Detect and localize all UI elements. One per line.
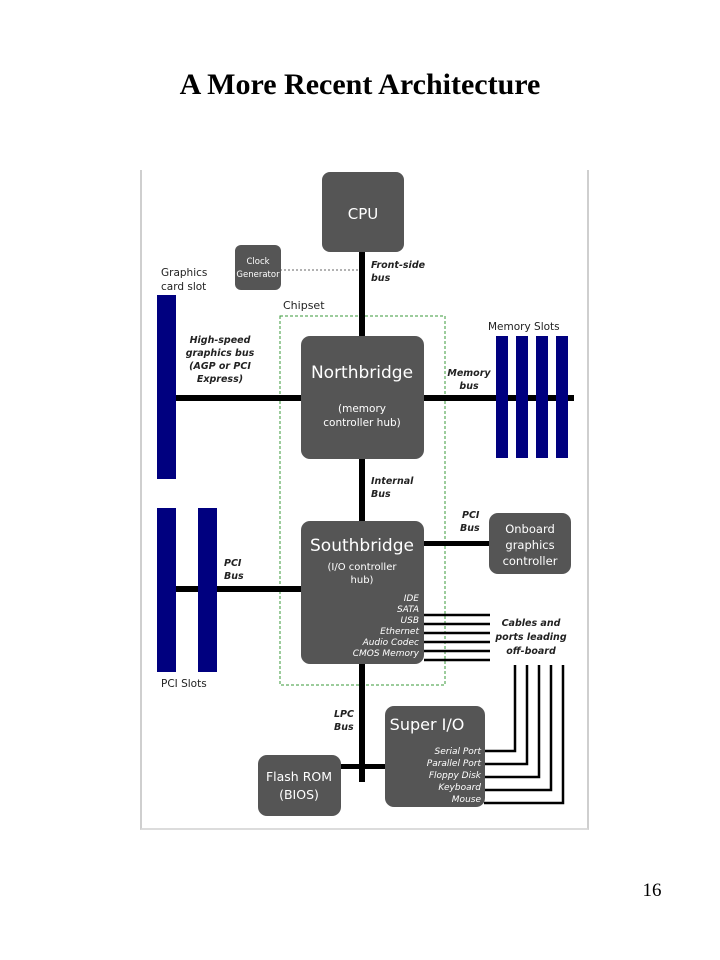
page-number: 16 [642, 880, 662, 901]
flash-rom-label-1: Flash ROM [266, 769, 332, 784]
svg-text:High-speed: High-speed [190, 335, 251, 346]
svg-text:Express): Express) [197, 374, 243, 385]
front-side-bus-label-1: Front-side [371, 260, 426, 271]
memory-slot-3 [536, 336, 548, 458]
pci-bus-right-label-1: PCI [462, 510, 480, 521]
pci-bus-left-label-2: Bus [224, 571, 244, 582]
internal-bus [359, 458, 365, 524]
clock-generator-box [235, 245, 281, 290]
clock-label-1: Clock [246, 257, 269, 267]
svg-text:IDE: IDE [404, 594, 420, 604]
chipset-label: Chipset [283, 299, 325, 312]
graphics-bus [176, 395, 302, 401]
super-io-title: Super I/O [390, 715, 465, 734]
cables-label-3: off-board [506, 646, 556, 657]
svg-text:Floppy Disk: Floppy Disk [429, 771, 482, 781]
svg-text:graphics bus: graphics bus [186, 348, 255, 359]
svg-text:USB: USB [401, 616, 419, 626]
svg-text:Serial Port: Serial Port [435, 747, 482, 757]
memory-slot-2 [516, 336, 528, 458]
front-side-bus-label-2: bus [371, 273, 391, 284]
cpu-label: CPU [348, 205, 379, 223]
internal-bus-label-1: Internal [371, 476, 414, 487]
flash-rom-label-2: (BIOS) [279, 787, 319, 802]
southbridge-sub-1: (I/O controller [328, 562, 398, 573]
graphics-bus-label: High-speed graphics bus (AGP or PCI Expr… [186, 335, 255, 385]
cables-label-2: ports leading [494, 632, 566, 643]
onboard-graphics-label-2: graphics [505, 538, 554, 552]
pci-slot-1 [157, 508, 176, 672]
clock-label-2: Generator [236, 270, 280, 280]
memory-bus-label-1: Memory [447, 368, 491, 379]
memory-bus-label-2: bus [459, 381, 479, 392]
northbridge-sub-2: controller hub) [323, 417, 401, 429]
onboard-graphics-box [489, 513, 571, 574]
pci-bus-left [176, 586, 302, 592]
front-side-bus [359, 250, 365, 340]
super-io-ports: Serial Port Parallel Port Floppy Disk Ke… [427, 747, 482, 805]
southbridge-port-lines [424, 613, 490, 662]
graphics-slot-label-1: Graphics [161, 267, 207, 279]
southbridge-title: Southbridge [310, 536, 414, 556]
graphics-card-slot [157, 295, 176, 479]
lpc-branch [340, 764, 386, 769]
offboard-lines [484, 665, 565, 805]
lpc-bus [359, 662, 365, 782]
pci-bus-left-label-1: PCI [224, 558, 242, 569]
onboard-graphics-label-1: Onboard [505, 522, 555, 536]
flash-rom-box [258, 755, 341, 816]
pci-bus-right [424, 541, 490, 546]
cables-label-bg [490, 612, 574, 660]
super-io-box [385, 706, 485, 807]
southbridge-ports: IDE SATA USB Ethernet Audio Codec CMOS M… [353, 594, 420, 659]
southbridge-sub-2: hub) [351, 575, 374, 586]
southbridge-box [301, 521, 424, 664]
memory-slots-label: Memory Slots [488, 321, 560, 333]
svg-text:Parallel Port: Parallel Port [427, 759, 482, 769]
northbridge-box [301, 336, 424, 459]
svg-text:Mouse: Mouse [452, 795, 482, 805]
slide-title: A More Recent Architecture [179, 68, 541, 101]
graphics-slot-label-2: card slot [161, 281, 206, 293]
memory-slot-1 [496, 336, 508, 458]
svg-text:(AGP or PCI: (AGP or PCI [189, 361, 251, 372]
internal-bus-label-2: Bus [371, 489, 391, 500]
svg-text:SATA: SATA [397, 605, 419, 615]
svg-text:CMOS Memory: CMOS Memory [353, 649, 420, 659]
memory-slot-4 [556, 336, 568, 458]
onboard-graphics-label-3: controller [503, 554, 558, 568]
svg-text:Keyboard: Keyboard [438, 783, 481, 793]
cpu-box [322, 172, 404, 252]
lpc-bus-label-1: LPC [334, 709, 354, 720]
northbridge-title: Northbridge [311, 363, 413, 383]
cables-label-1: Cables and [502, 618, 561, 629]
pci-slot-2 [198, 508, 217, 672]
svg-text:Audio Codec: Audio Codec [362, 638, 419, 648]
pci-bus-right-label-2: Bus [460, 523, 480, 534]
northbridge-sub-1: (memory [338, 403, 386, 415]
svg-text:Ethernet: Ethernet [380, 627, 419, 637]
pci-slots-label: PCI Slots [161, 678, 207, 690]
lpc-bus-label-2: Bus [334, 722, 354, 733]
memory-slots [496, 336, 568, 458]
